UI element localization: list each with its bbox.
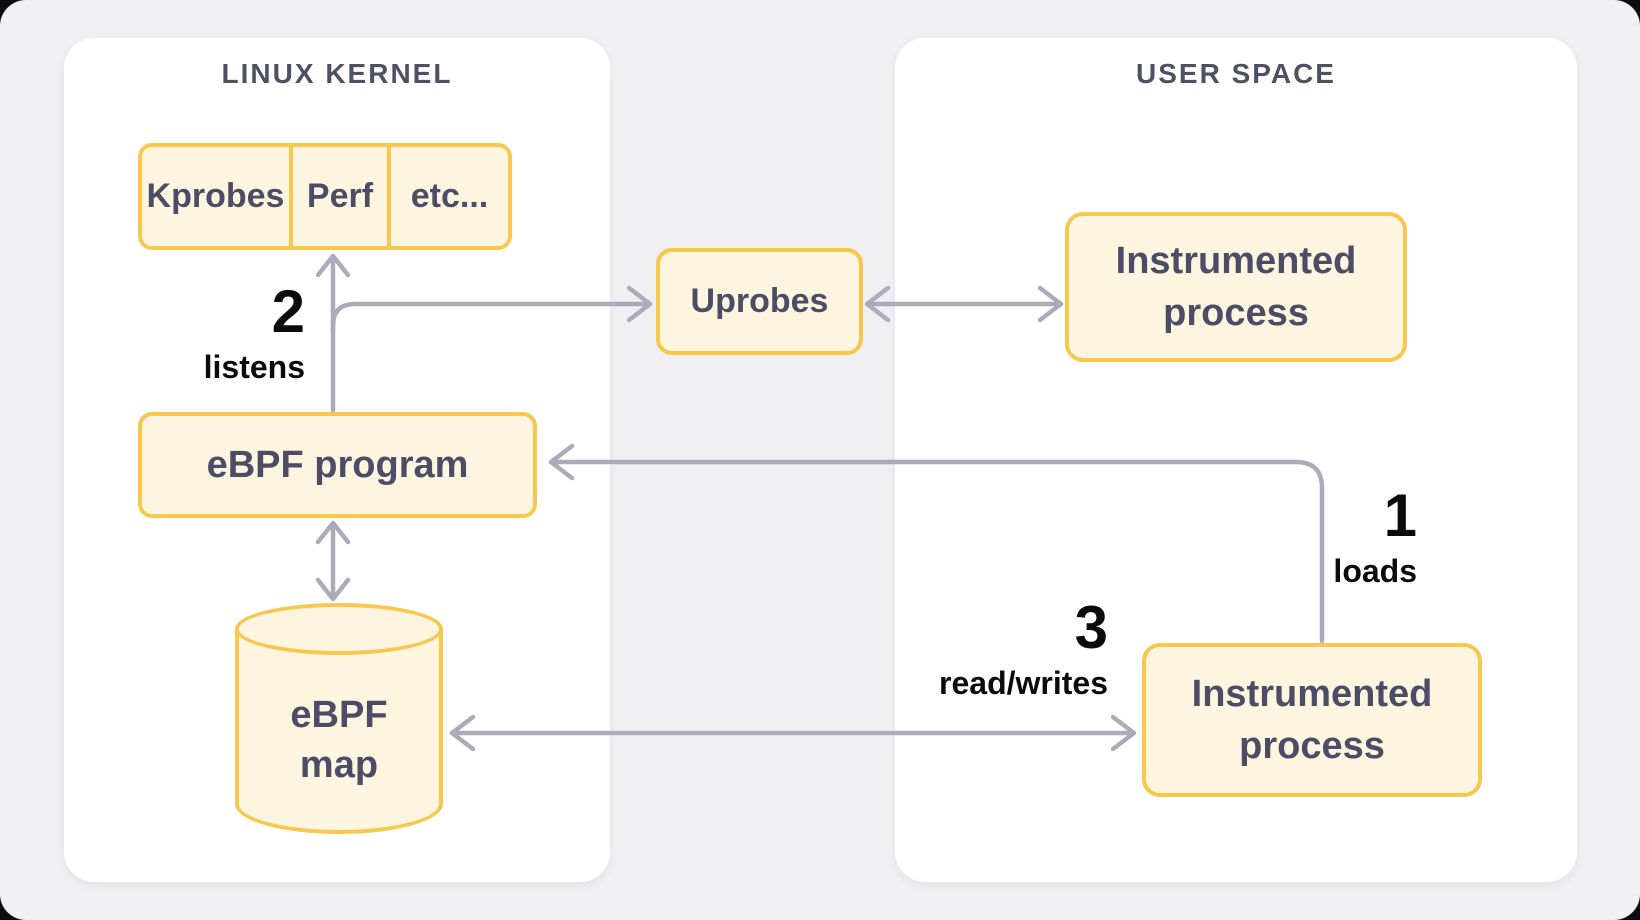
step-2-label: listens: [203, 349, 305, 385]
step-3-annotation: 3 read/writes: [868, 594, 1108, 701]
ebpf-map-label-line1: eBPF: [290, 693, 388, 736]
step-1-annotation: 1 loads: [1237, 482, 1417, 589]
etc-cell: etc...: [410, 177, 489, 215]
process-bottom-label-line2: process: [1239, 725, 1385, 767]
step-1-number: 1: [1383, 482, 1417, 549]
instrumented-process-bottom-node: Instrumented process: [1142, 643, 1482, 797]
process-bottom-label-line1: Instrumented: [1191, 673, 1433, 715]
cylinder-body: [235, 629, 443, 834]
step-2-number: 2: [271, 278, 305, 345]
kernel-probes-box: Kprobes Perf etc...: [138, 143, 512, 250]
user-space-title: USER SPACE: [1136, 58, 1336, 89]
ebpf-map-cylinder: eBPF map: [235, 603, 443, 834]
perf-cell: Perf: [293, 147, 391, 246]
linux-kernel-title: LINUX KERNEL: [221, 58, 453, 89]
step-2-annotation: 2 listens: [145, 278, 305, 385]
step-3-number: 3: [1074, 594, 1108, 661]
uprobes-node: Uprobes: [656, 248, 863, 355]
step-3-label: read/writes: [939, 665, 1108, 701]
step-1-label: loads: [1333, 553, 1417, 589]
process-top-label-line1: Instrumented: [1115, 240, 1357, 282]
cylinder-top-ellipse: [235, 603, 443, 655]
kprobes-cell: Kprobes: [142, 147, 293, 246]
ebpf-program-node: eBPF program: [138, 412, 537, 518]
instrumented-process-top-node: Instrumented process: [1065, 212, 1407, 362]
process-top-label-line2: process: [1163, 292, 1309, 334]
ebpf-map-label: eBPF map: [235, 651, 443, 828]
ebpf-map-label-line2: map: [299, 743, 379, 786]
